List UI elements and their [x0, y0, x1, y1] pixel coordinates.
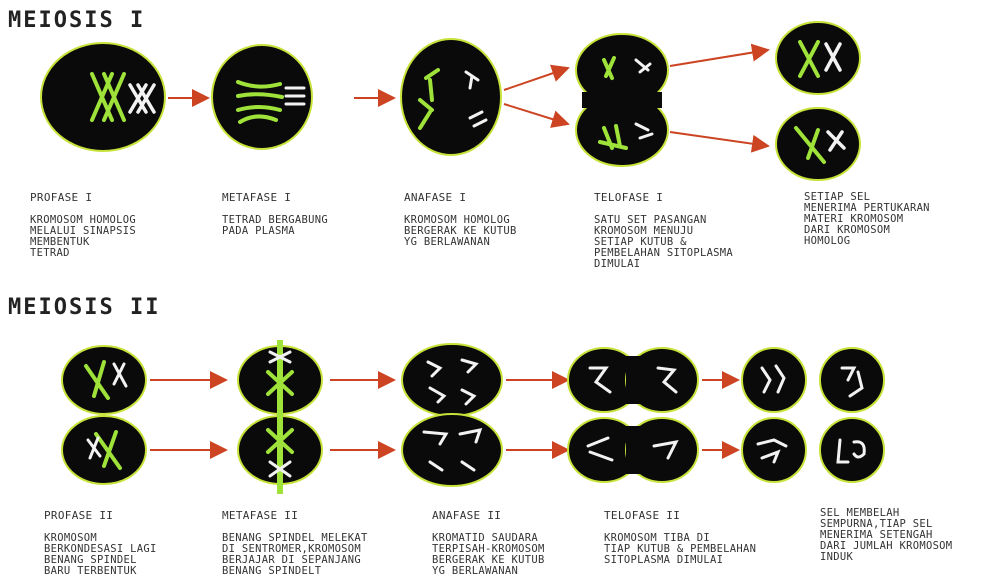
cell-anafase-2a: [402, 344, 502, 416]
caption-anafase-2: ANAFASE II KROMATID SAUDARA TERPISAH-KRO…: [432, 510, 545, 577]
cell-profase-2b: [62, 416, 146, 484]
caption-result-1: SETIAP SEL MENERIMA PERTUKARAN MATERI KR…: [804, 192, 930, 247]
cell-anafase-2b: [402, 414, 502, 486]
stage-name: PROFASE II: [44, 510, 157, 521]
stage-name: METAFASE II: [222, 510, 368, 521]
caption-profase-2: PROFASE II KROMOSOM BERKONDESASI LAGI BE…: [44, 510, 157, 577]
stage-description: SETIAP SEL MENERIMA PERTUKARAN MATERI KR…: [804, 192, 930, 247]
cell-telofase-2b: [568, 418, 698, 482]
cell-anafase-1: [401, 39, 501, 155]
stage-description: TETRAD BERGABUNG PADA PLASMA: [222, 215, 328, 237]
arrow: [670, 50, 768, 66]
stage-description: SEL MEMBELAH SEMPURNA,TIAP SEL MENERIMA …: [820, 508, 952, 563]
cell-profase-2a: [62, 346, 146, 414]
stage-description: KROMOSOM TIBA DI TIAP KUTUB & PEMBELAHAN…: [604, 533, 756, 566]
cell-telofase-1: [576, 34, 668, 166]
caption-result-2: SEL MEMBELAH SEMPURNA,TIAP SEL MENERIMA …: [820, 508, 952, 563]
stage-description: KROMOSOM BERKONDESASI LAGI BENANG SPINDE…: [44, 533, 157, 577]
cell-result-1b: [776, 108, 860, 180]
caption-metafase-1: METAFASE I TETRAD BERGABUNG PADA PLASMA: [222, 192, 328, 237]
stage-name: ANAFASE II: [432, 510, 545, 521]
caption-telofase-1: TELOFASE I SATU SET PASANGAN KROMOSOM ME…: [594, 192, 733, 270]
stage-name: PROFASE I: [30, 192, 136, 203]
arrow: [504, 68, 568, 90]
cell-result-2b: [820, 348, 884, 412]
cell-result-2c: [742, 418, 806, 482]
stage-description: KROMOSOM HOMOLOG BERGERAK KE KUTUB YG BE…: [404, 215, 517, 248]
caption-metafase-2: METAFASE II BENANG SPINDEL MELEKAT DI SE…: [222, 510, 368, 577]
caption-anafase-1: ANAFASE I KROMOSOM HOMOLOG BERGERAK KE K…: [404, 192, 517, 248]
cell-metafase-2a: [238, 340, 322, 420]
cell-metafase-1: [212, 45, 312, 149]
arrow: [670, 132, 768, 146]
stage-description: KROMOSOM HOMOLOG MELALUI SINAPSIS MEMBEN…: [30, 215, 136, 259]
cell-result-2d: [820, 418, 884, 482]
stage-description: KROMATID SAUDARA TERPISAH-KROMOSOM BERGE…: [432, 533, 545, 577]
cell-profase-1: [41, 43, 165, 151]
stage-name: TELOFASE I: [594, 192, 733, 203]
caption-telofase-2: TELOFASE II KROMOSOM TIBA DI TIAP KUTUB …: [604, 510, 756, 566]
caption-profase-1: PROFASE I KROMOSOM HOMOLOG MELALUI SINAP…: [30, 192, 136, 259]
stage-description: SATU SET PASANGAN KROMOSOM MENUJU SETIAP…: [594, 215, 733, 270]
arrow: [504, 104, 568, 124]
cell-result-2a: [742, 348, 806, 412]
stage-name: ANAFASE I: [404, 192, 517, 203]
stage-name: TELOFASE II: [604, 510, 756, 521]
cell-metafase-2b: [238, 414, 322, 494]
cell-telofase-2a: [568, 348, 698, 412]
stage-name: METAFASE I: [222, 192, 328, 203]
cell-result-1a: [776, 22, 860, 94]
stage-description: BENANG SPINDEL MELEKAT DI SENTROMER,KROM…: [222, 533, 368, 577]
